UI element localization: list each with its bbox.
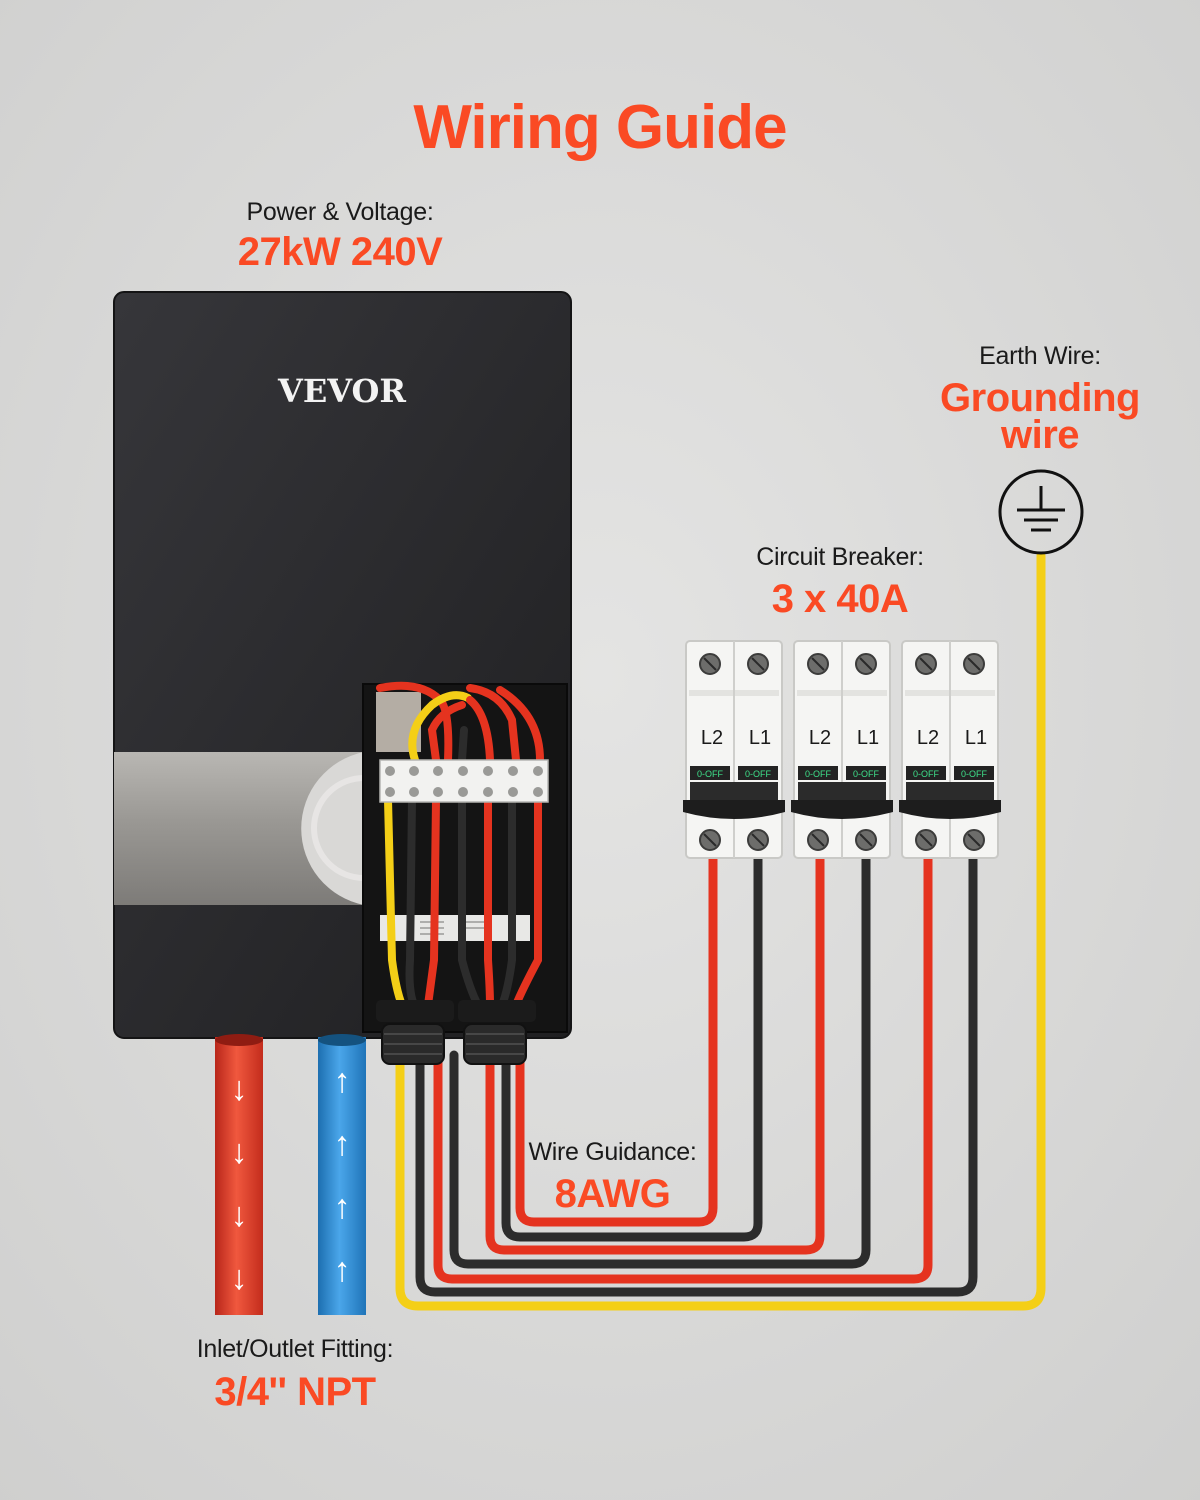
pole-label-l2: L2: [917, 727, 939, 749]
wire-black-1: [501, 853, 763, 1242]
wire-label: Wire Guidance:: [528, 1138, 697, 1166]
arrow-up-icon: ↑: [334, 1188, 351, 1226]
arrow-up-icon: ↑: [334, 1251, 351, 1289]
circuit-breakers: L2 L1 0-OFF 0-OFF L2 L1 0-OFF 0-OFF L2 L1 0-OFF 0-O…: [683, 640, 1001, 859]
off-indicator: 0-OFF: [853, 769, 880, 779]
control-knob: [301, 752, 364, 905]
field-wires: [395, 551, 1046, 1311]
earth-value-line1: Grounding: [940, 376, 1140, 420]
pole-label-l2: L2: [701, 727, 723, 749]
arrow-down-icon: ↓: [231, 1196, 248, 1234]
off-indicator: 0-OFF: [697, 769, 724, 779]
fitting-value: 3/4'' NPT: [214, 1370, 376, 1414]
off-indicator: 0-OFF: [961, 769, 988, 779]
outlet-pipe: ↓ ↓ ↓ ↓: [215, 1034, 263, 1315]
wire-value: 8AWG: [554, 1172, 671, 1216]
page-title: Wiring Guide: [413, 93, 787, 162]
arrow-down-icon: ↓: [231, 1070, 248, 1108]
earth-label: Earth Wire:: [979, 342, 1101, 370]
terminal-block: [379, 759, 549, 803]
breaker-value: 3 x 40A: [771, 577, 909, 621]
wire-black-2: [449, 853, 871, 1269]
circuit-breaker: L2 L1 0-OFF 0-OFF: [899, 640, 1001, 859]
wire-black-3: [415, 853, 978, 1297]
ground-wire: [395, 551, 1046, 1311]
breaker-toggle[interactable]: [791, 800, 893, 819]
inlet-pipe: ↑ ↑ ↑ ↑: [318, 1034, 366, 1315]
arrow-down-icon: ↓: [231, 1133, 248, 1171]
off-indicator: 0-OFF: [805, 769, 832, 779]
cable-glands: [376, 1000, 536, 1065]
breaker-label: Circuit Breaker:: [756, 543, 924, 571]
breaker-toggle[interactable]: [683, 800, 785, 819]
brand-logo: VEVOR: [277, 372, 406, 410]
breaker-toggle[interactable]: [899, 800, 1001, 819]
pole-label-l1: L1: [749, 727, 771, 749]
off-indicator: 0-OFF: [745, 769, 772, 779]
off-indicator: 0-OFF: [913, 769, 940, 779]
arrow-up-icon: ↑: [334, 1125, 351, 1163]
arrow-up-icon: ↑: [334, 1062, 351, 1100]
pole-label-l1: L1: [965, 727, 987, 749]
ground-symbol-icon: [998, 469, 1084, 555]
circuit-breaker: L2 L1 0-OFF 0-OFF: [791, 640, 893, 859]
fitting-label: Inlet/Outlet Fitting:: [196, 1335, 394, 1363]
circuit-breaker: L2 L1 0-OFF 0-OFF: [683, 640, 785, 859]
earth-value-line2: wire: [1000, 413, 1080, 457]
wire-red-1: [515, 853, 718, 1227]
pole-label-l1: L1: [857, 727, 879, 749]
pole-label-l2: L2: [809, 727, 831, 749]
water-heater: VEVOR: [113, 291, 572, 1065]
power-value: 27kW 240V: [237, 230, 443, 274]
wire-red-3: [433, 853, 933, 1284]
wire-red-2: [485, 853, 825, 1255]
arrow-down-icon: ↓: [231, 1259, 248, 1297]
power-label: Power & Voltage:: [246, 198, 434, 226]
